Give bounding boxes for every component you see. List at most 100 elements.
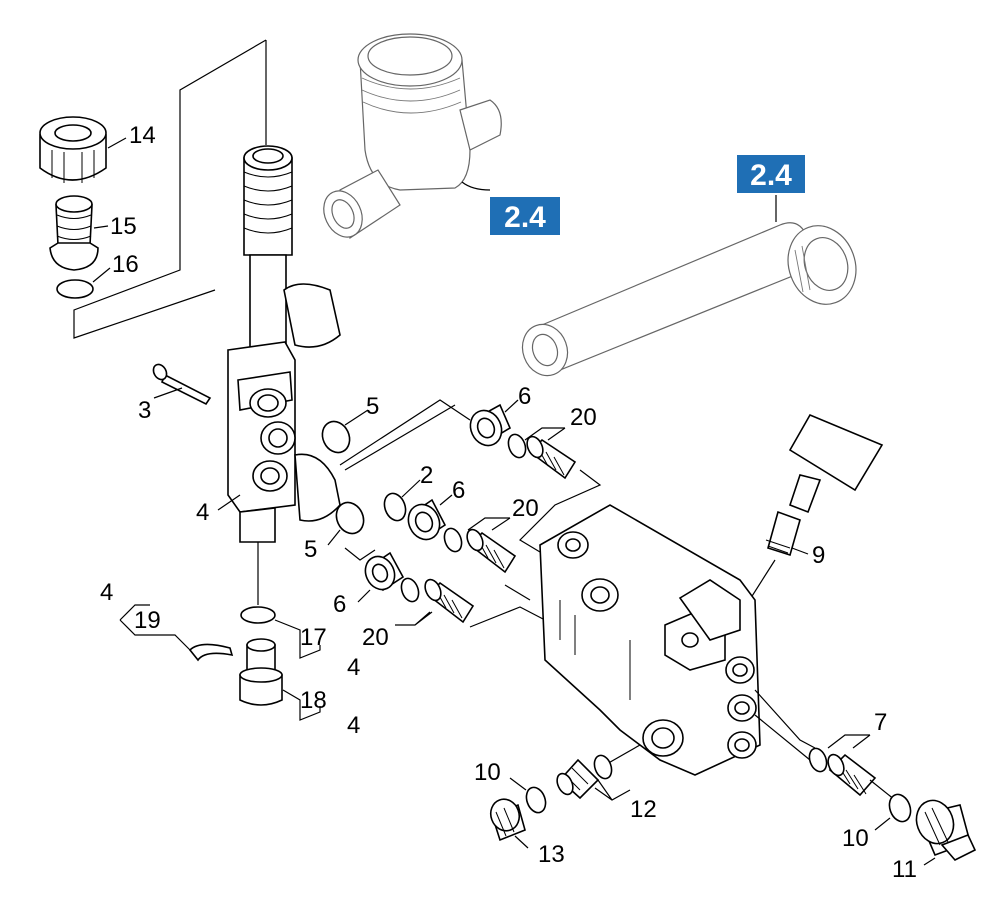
guide-line-7a xyxy=(754,689,816,749)
guide-line-b xyxy=(344,404,456,471)
leader-2 xyxy=(401,479,421,498)
label-4d: 4 xyxy=(347,712,360,739)
guide-line-f xyxy=(504,584,531,601)
ghost-filter-housing xyxy=(323,33,502,239)
leader-6b xyxy=(439,494,453,506)
label-19: 19 xyxy=(134,607,161,634)
leader-6c xyxy=(357,589,371,603)
label-10a: 10 xyxy=(474,759,501,786)
guide-line-e xyxy=(469,606,546,628)
part-3-bolt xyxy=(152,363,212,406)
part-17-o-ring xyxy=(240,606,276,624)
leader-10b xyxy=(874,817,891,831)
part-20-valve-c xyxy=(424,578,475,624)
label-7: 7 xyxy=(874,709,887,736)
leader-6a xyxy=(504,399,519,413)
leader-3 xyxy=(153,387,183,399)
label-14: 14 xyxy=(129,122,156,149)
label-5a: 5 xyxy=(366,393,379,420)
main-pipe xyxy=(243,145,341,356)
part-20-valve-a xyxy=(526,435,577,480)
label-2: 2 xyxy=(420,462,433,489)
part-4-manifold xyxy=(227,341,341,543)
part-7-valve xyxy=(827,753,877,797)
bracket-20b xyxy=(467,517,511,531)
bracket-18 xyxy=(282,689,321,721)
leader-10a xyxy=(509,777,527,791)
part-19-clip xyxy=(188,643,234,662)
leader-5a xyxy=(344,409,369,426)
bracket-19 xyxy=(119,604,191,651)
label-17: 17 xyxy=(300,624,327,651)
part-13-plug xyxy=(489,798,526,842)
label-3: 3 xyxy=(138,397,151,424)
part-14-union-nut xyxy=(39,116,107,183)
leader-14 xyxy=(107,137,127,149)
label-9: 9 xyxy=(812,542,825,569)
o-ring-12 xyxy=(593,754,613,780)
label-20a: 20 xyxy=(570,404,597,431)
reference-badge-1: 2.4 xyxy=(490,197,560,235)
label-5b: 5 xyxy=(304,536,317,563)
part-15-connector xyxy=(49,195,99,271)
leader-11 xyxy=(923,857,936,866)
part-10-o-ring-right xyxy=(888,793,912,823)
bracket-17 xyxy=(274,619,321,659)
badge-box-2 xyxy=(737,155,805,193)
part-2-o-ring xyxy=(383,492,407,522)
badge-ref-2: 2.4 xyxy=(750,159,792,192)
label-15: 15 xyxy=(110,213,137,240)
pump-head-block xyxy=(539,504,761,776)
part-16-o-ring xyxy=(56,279,94,299)
label-12: 12 xyxy=(630,796,657,823)
label-20c: 20 xyxy=(362,624,389,651)
guide-line-d xyxy=(519,469,602,556)
o-ring-valve-a xyxy=(507,433,527,459)
reference-badge-2: 2.4 xyxy=(737,155,805,193)
part-12-valve xyxy=(556,758,600,800)
badge-box-1 xyxy=(490,197,560,235)
o-ring-valve-c xyxy=(400,577,420,603)
label-10b: 10 xyxy=(842,825,869,852)
guide-line-11 xyxy=(869,779,896,801)
label-11: 11 xyxy=(892,856,917,883)
bracket-7 xyxy=(827,734,871,749)
guide-line-c xyxy=(344,547,376,561)
guide-line-a xyxy=(339,399,471,466)
ghost-connecting-pipe xyxy=(521,222,857,377)
label-6c: 6 xyxy=(333,591,346,618)
part-6-fitting-a xyxy=(469,403,512,447)
label-4c: 4 xyxy=(347,654,360,681)
leader-16 xyxy=(92,267,111,283)
label-4a: 4 xyxy=(196,499,209,526)
leader-4a xyxy=(217,494,241,511)
bracket-12 xyxy=(594,779,631,801)
label-13: 13 xyxy=(538,841,565,868)
guide-line-12 xyxy=(604,744,641,766)
leader-9 xyxy=(791,547,809,555)
leader-13 xyxy=(514,835,529,849)
bracket-frame-top xyxy=(73,39,267,339)
bracket-20c xyxy=(395,611,433,626)
o-ring-valve-b xyxy=(443,527,463,553)
label-18: 18 xyxy=(300,687,327,714)
part-6-fitting-b xyxy=(407,498,447,541)
part-20-valve-b xyxy=(466,528,517,574)
o-ring-7 xyxy=(808,747,828,773)
leader-15 xyxy=(93,225,109,229)
label-20b: 20 xyxy=(512,495,539,522)
part-5-o-ring-a xyxy=(321,420,351,454)
part-9-tool xyxy=(765,413,884,557)
part-5-o-ring-b xyxy=(335,501,365,535)
bracket-20a xyxy=(524,427,566,441)
part-10-o-ring-left xyxy=(525,786,547,814)
label-16: 16 xyxy=(112,251,139,278)
part-11-plug xyxy=(915,799,977,861)
part-18-sleeve xyxy=(239,638,283,706)
label-4b: 4 xyxy=(100,579,113,606)
leader-badge-1 xyxy=(461,181,491,191)
badge-ref-1: 2.4 xyxy=(504,201,546,234)
label-6a: 6 xyxy=(518,383,531,410)
